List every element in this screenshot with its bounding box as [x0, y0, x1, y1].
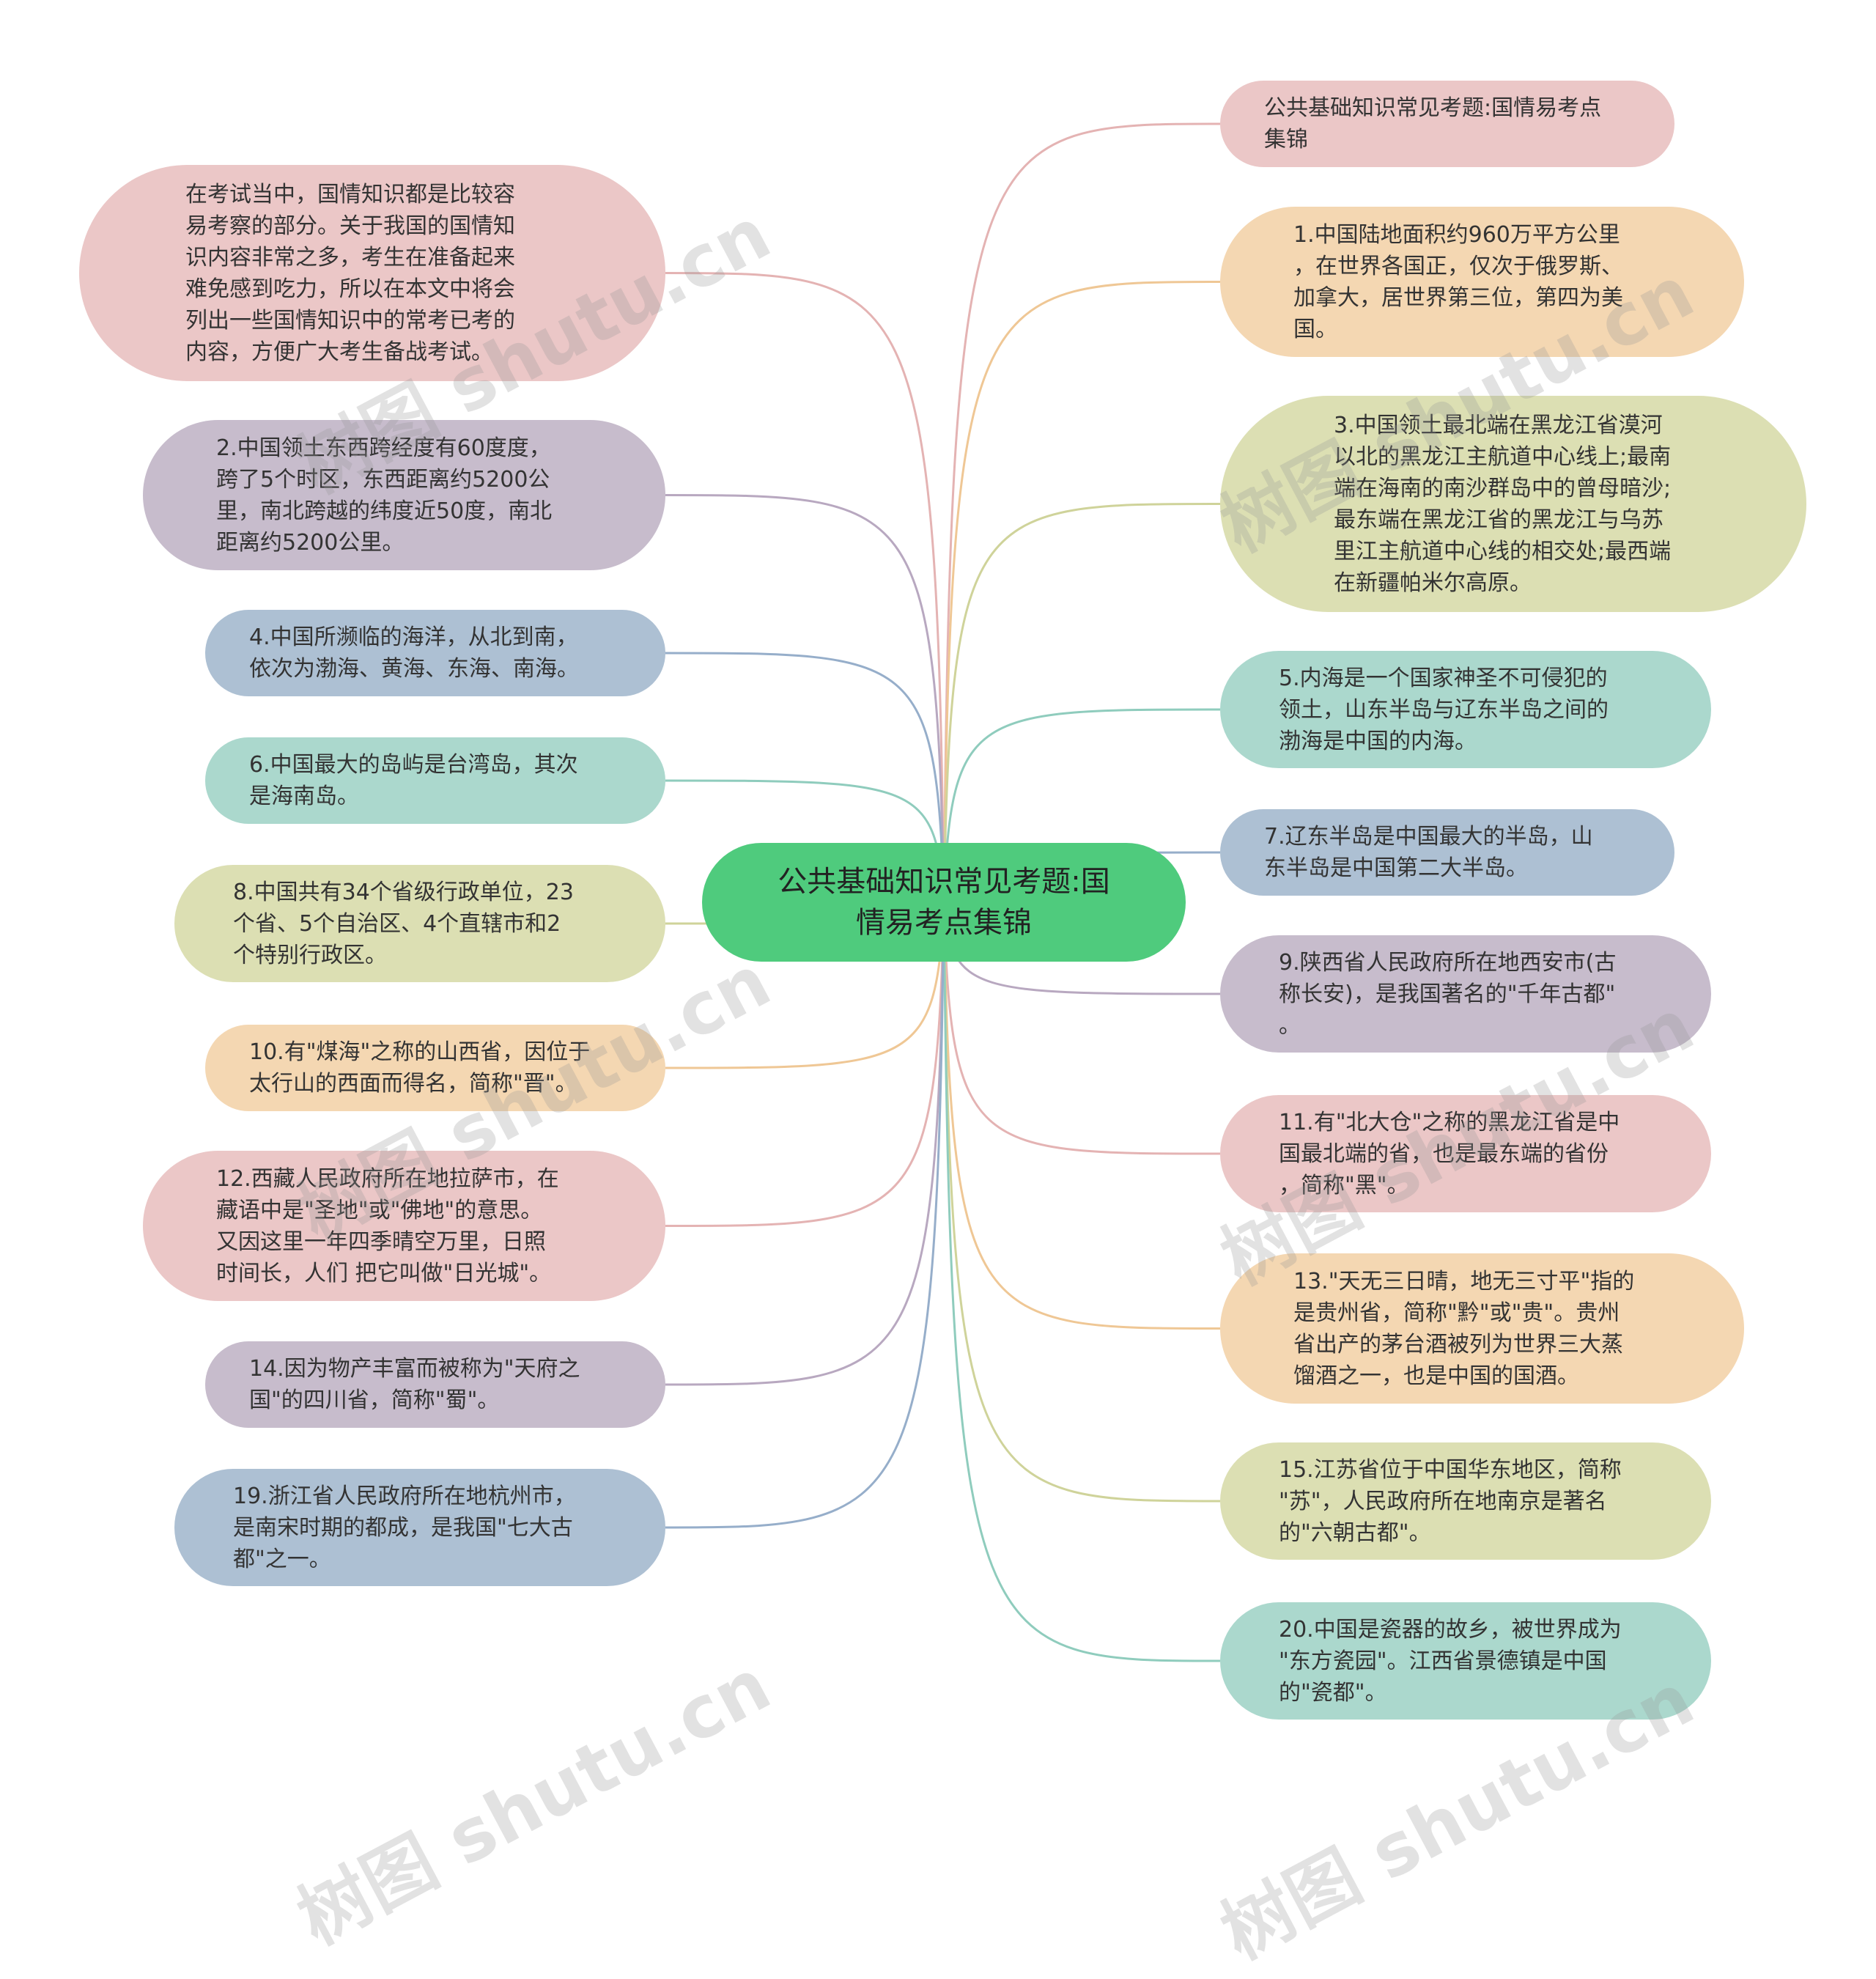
topic-node-zhejiang[interactable]: 19.浙江省人民政府所在地杭州市， 是南宋时期的都成，是我国"七大古 都"之一。 [174, 1469, 665, 1586]
topic-label: 2.中国领土东西跨经度有60度度， 跨了5个时区，东西距离约5200公 里，南北… [216, 435, 553, 556]
topic-node-title-repeat[interactable]: 公共基础知识常见考题:国情易考点 集锦 [1220, 81, 1674, 167]
topic-node-heilongjiang[interactable]: 11.有"北大仓"之称的黑龙江省是中 国最北端的省，也是最东端的省份 ，简称"黑… [1220, 1095, 1711, 1212]
topic-node-shanxi[interactable]: 10.有"煤海"之称的山西省，因位于 太行山的西面而得名，简称"晋"。 [205, 1025, 665, 1111]
topic-node-inland-sea[interactable]: 5.内海是一个国家神圣不可侵犯的 领土，山东半岛与辽东半岛之间的 渤海是中国的内… [1220, 651, 1711, 768]
topic-label: 5.内海是一个国家神圣不可侵犯的 领土，山东半岛与辽东半岛之间的 渤海是中国的内… [1279, 665, 1609, 754]
topic-node-peninsulas[interactable]: 7.辽东半岛是中国最大的半岛，山 东半岛是中国第二大半岛。 [1220, 809, 1674, 896]
center-topic[interactable]: 公共基础知识常见考题:国 情易考点集锦 [702, 843, 1186, 962]
topic-label: 15.江苏省位于中国华东地区，简称 "苏"，人民政府所在地南京是著名 的"六朝古… [1279, 1456, 1622, 1546]
connector-l8 [665, 902, 945, 1529]
connector-l7 [665, 902, 945, 1386]
topic-label: 9.陕西省人民政府所在地西安市(古 称长安)，是我国著名的"千年古都" 。 [1279, 949, 1617, 1039]
topic-label: 3.中国领土最北端在黑龙江省漠河 以北的黑龙江主航道中心线上;最南 端在海南的南… [1334, 412, 1672, 596]
connector-r3 [942, 708, 1221, 903]
topic-node-territory-extremes[interactable]: 3.中国领土最北端在黑龙江省漠河 以北的黑龙江主航道中心线上;最南 端在海南的南… [1220, 396, 1806, 612]
topic-label: 1.中国陆地面积约960万平方公里 ，在世界各国正，仅次于俄罗斯、 加拿大，居世… [1293, 221, 1623, 342]
topic-label: 20.中国是瓷器的故乡，被世界成为 "东方瓷园"。江西省景德镇是中国 的"瓷都"… [1279, 1616, 1622, 1706]
topic-node-tibet[interactable]: 12.西藏人民政府所在地拉萨市，在 藏语中是"圣地"或"佛地"的意思。 又因这里… [143, 1151, 665, 1301]
connector-l6 [665, 902, 945, 1227]
topic-label: 10.有"煤海"之称的山西省，因位于 太行山的西面而得名，简称"晋"。 [249, 1039, 591, 1097]
connector-r0 [942, 122, 1221, 903]
mindmap-canvas: 公共基础知识常见考题:国 情易考点集锦 公共基础知识常见考题:国情易考点 集锦 … [79, 81, 1806, 1976]
center-topic-label: 公共基础知识常见考题:国 情易考点集锦 [778, 865, 1110, 940]
topic-node-islands[interactable]: 6.中国最大的岛屿是台湾岛，其次 是海南岛。 [205, 737, 665, 824]
topic-label: 14.因为物产丰富而被称为"天府之 国"的四川省，简称"蜀"。 [249, 1356, 580, 1413]
connector-l2 [665, 652, 945, 903]
topic-node-longitude-span[interactable]: 2.中国领土东西跨经度有60度度， 跨了5个时区，东西距离约5200公 里，南北… [143, 420, 665, 570]
topic-node-guizhou[interactable]: 13."天无三日晴，地无三寸平"指的 是贵州省，简称"黔"或"贵"。贵州 省出产… [1220, 1253, 1744, 1404]
topic-label: 11.有"北大仓"之称的黑龙江省是中 国最北端的省，也是最东端的省份 ，简称"黑… [1279, 1109, 1620, 1198]
topic-label: 在考试当中，国情知识都是比较容 易考察的部分。关于我国的国情知 识内容非常之多，… [185, 181, 515, 365]
topic-node-intro[interactable]: 在考试当中，国情知识都是比较容 易考察的部分。关于我国的国情知 识内容非常之多，… [79, 165, 665, 381]
topic-label: 12.西藏人民政府所在地拉萨市，在 藏语中是"圣地"或"佛地"的意思。 又因这里… [216, 1165, 559, 1286]
topic-node-seas[interactable]: 4.中国所濒临的海洋，从北到南， 依次为渤海、黄海、东海、南海。 [205, 610, 665, 696]
topic-label: 公共基础知识常见考题:国情易考点 集锦 [1264, 95, 1602, 152]
connector-r2 [942, 503, 1221, 903]
topic-label: 4.中国所濒临的海洋，从北到南， 依次为渤海、黄海、东海、南海。 [249, 624, 579, 682]
topic-label: 13."天无三日晴，地无三寸平"指的 是贵州省，简称"黔"或"贵"。贵州 省出产… [1293, 1268, 1635, 1389]
connector-r1 [942, 281, 1221, 903]
topic-node-sichuan[interactable]: 14.因为物产丰富而被称为"天府之 国"的四川省，简称"蜀"。 [205, 1341, 665, 1428]
connector-r8 [942, 902, 1221, 1503]
connector-r7 [942, 902, 1221, 1330]
connector-l5 [665, 902, 945, 1069]
topic-node-provinces[interactable]: 8.中国共有34个省级行政单位，23 个省、5个自治区、4个直辖市和2 个特别行… [174, 865, 665, 982]
connector-r6 [942, 902, 1221, 1155]
topic-node-land-area[interactable]: 1.中国陆地面积约960万平方公里 ，在世界各国正，仅次于俄罗斯、 加拿大，居世… [1220, 207, 1744, 357]
topic-node-shaanxi[interactable]: 9.陕西省人民政府所在地西安市(古 称长安)，是我国著名的"千年古都" 。 [1220, 935, 1711, 1053]
connector-l0 [665, 272, 945, 903]
topic-label: 7.辽东半岛是中国最大的半岛，山 东半岛是中国第二大半岛。 [1264, 824, 1593, 881]
topic-label: 6.中国最大的岛屿是台湾岛，其次 是海南岛。 [249, 752, 578, 809]
connector-r9 [942, 902, 1221, 1662]
topic-label: 8.中国共有34个省级行政单位，23 个省、5个自治区、4个直辖市和2 个特别行… [233, 879, 574, 968]
topic-label: 19.浙江省人民政府所在地杭州市， 是南宋时期的都成，是我国"七大古 都"之一。 [233, 1483, 576, 1572]
topic-node-jiangsu[interactable]: 15.江苏省位于中国华东地区，简称 "苏"，人民政府所在地南京是著名 的"六朝古… [1220, 1442, 1711, 1560]
topic-node-porcelain[interactable]: 20.中国是瓷器的故乡，被世界成为 "东方瓷园"。江西省景德镇是中国 的"瓷都"… [1220, 1602, 1711, 1720]
connector-l1 [665, 494, 945, 903]
